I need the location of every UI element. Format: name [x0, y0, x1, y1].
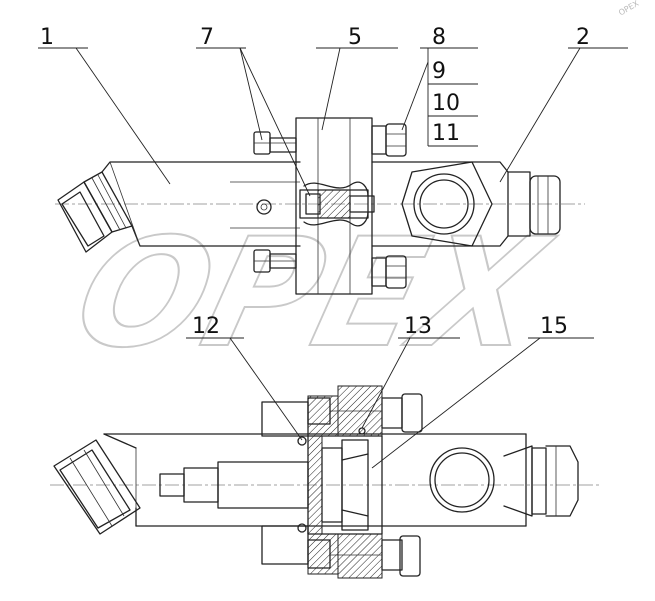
callout-11: 11 [432, 121, 460, 146]
angled-fitting-section [53, 439, 141, 535]
callout-12: 12 [192, 314, 220, 339]
callout-leaders [38, 47, 628, 469]
housing-section [429, 433, 579, 527]
callout-1: 1 [40, 25, 54, 50]
callout-10: 10 [432, 91, 460, 116]
watermark: OPEX OPEX [59, 0, 641, 381]
callout-8: 8 [432, 25, 446, 50]
callout-labels: 1 7 5 8 9 10 11 2 12 13 15 [40, 25, 590, 339]
callout-7: 7 [200, 25, 214, 50]
callout-15: 15 [540, 314, 568, 339]
flange-plate [295, 117, 375, 295]
nut-right-lower [371, 255, 407, 289]
watermark-text: OPEX [60, 206, 565, 380]
flange-section [297, 385, 383, 579]
angled-fitting-top [57, 171, 133, 253]
callout-5: 5 [348, 25, 362, 50]
bolt-left-upper [253, 131, 297, 155]
corner-watermark: OPEX [617, 0, 641, 17]
housing-body-top [371, 161, 561, 247]
bolt-section-upper [261, 393, 423, 437]
callout-2: 2 [576, 25, 590, 50]
callout-13: 13 [404, 314, 432, 339]
top-view [55, 117, 585, 295]
bolt-section-lower [261, 525, 421, 577]
tube-body-top [101, 161, 301, 247]
nut-right-upper [371, 123, 407, 157]
callout-9: 9 [432, 59, 446, 84]
section-view [50, 385, 600, 579]
